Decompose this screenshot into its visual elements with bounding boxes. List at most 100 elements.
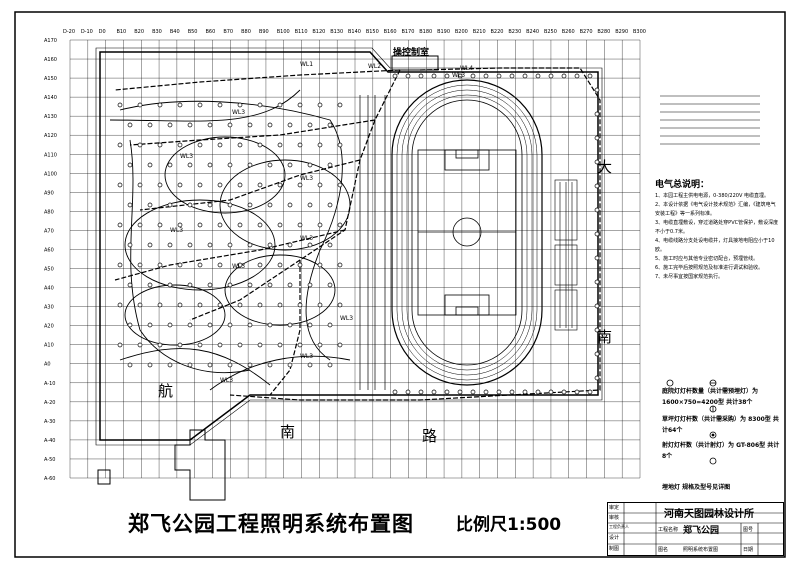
lamp-marker: [147, 202, 153, 208]
lamp-marker: [457, 389, 463, 395]
lamp-marker: [227, 322, 233, 328]
lamp-marker: [257, 342, 263, 348]
lamp-marker: [167, 282, 173, 288]
lamp-marker: [117, 142, 123, 148]
lamp-marker: [287, 362, 293, 368]
lamp-marker: [327, 282, 333, 288]
lamp-marker: [237, 222, 243, 228]
x-grid-label: B10: [116, 29, 126, 35]
lamp-marker: [197, 262, 203, 268]
lamp-marker: [307, 362, 313, 368]
lamp-marker: [327, 122, 333, 128]
drawing-frame: [14, 11, 786, 558]
x-grid-label: B110: [295, 29, 308, 35]
lamp-marker: [177, 182, 183, 188]
lamp-marker: [327, 162, 333, 168]
lamp-marker: [137, 262, 143, 268]
lamp-marker: [307, 322, 313, 328]
lamp-marker: [594, 327, 600, 333]
lamp-marker: [317, 142, 323, 148]
lamp-marker: [227, 362, 233, 368]
tb-row-label: 审核: [609, 515, 620, 521]
road-labels: 航南路大南: [158, 158, 612, 445]
control-room: [391, 55, 439, 71]
x-grid-label: B60: [206, 29, 216, 35]
lamp-marker: [337, 262, 343, 268]
lamp-marker: [561, 389, 567, 395]
lamp-marker: [177, 342, 183, 348]
lamp-marker: [147, 162, 153, 168]
lamp-marker: [548, 389, 554, 395]
lamp-marker: [317, 302, 323, 308]
lamp-marker: [247, 122, 253, 128]
lamp-marker: [594, 135, 600, 141]
cable-runs: [114, 67, 601, 401]
y-grid-label: A60: [44, 247, 54, 253]
lamp-marker: [117, 262, 123, 268]
tb-row-label: 制图: [609, 546, 620, 552]
lamp-marker: [207, 202, 213, 208]
road-label: 航: [158, 382, 173, 400]
lamp-marker: [574, 389, 580, 395]
lamp-marker: [470, 73, 476, 79]
lamp-marker: [247, 362, 253, 368]
lamp-marker: [496, 389, 502, 395]
lamp-marker: [594, 279, 600, 285]
circuit-label: WL3: [340, 315, 353, 322]
notes-heading: 电气总说明：: [655, 180, 710, 190]
x-grid-label: B170: [401, 29, 414, 35]
lamp-marker: [237, 262, 243, 268]
lamp-marker: [217, 222, 223, 228]
lamp-marker: [444, 389, 450, 395]
lamp-marker: [157, 222, 163, 228]
survey-grid: [69, 39, 641, 479]
lamp-marker: [247, 282, 253, 288]
circuit-label: WL4: [460, 65, 473, 72]
lamp-marker: [594, 255, 600, 261]
lamp-marker: [237, 142, 243, 148]
lamp-marker: [167, 242, 173, 248]
lamp-marker: [594, 111, 600, 117]
lamp-marker: [117, 102, 123, 108]
lamp-marker: [317, 262, 323, 268]
lamp-marker: [197, 182, 203, 188]
lamp-marker: [594, 231, 600, 237]
lamp-marker: [117, 342, 123, 348]
tb-drawing-label: 图名: [658, 547, 669, 553]
lamp-marker: [217, 342, 223, 348]
lamp-marker: [594, 351, 600, 357]
lamp-marker: [177, 222, 183, 228]
tb-project-label: 工程名称: [658, 527, 679, 533]
lamp-marker: [127, 162, 133, 168]
lamp-marker: [257, 262, 263, 268]
lamp-marker: [187, 322, 193, 328]
running-track: [391, 79, 543, 386]
lamp-marker: [197, 342, 203, 348]
football-field: [417, 149, 517, 316]
lamp-marker: [187, 122, 193, 128]
x-grid-label: B160: [384, 29, 397, 35]
x-grid-label: B130: [330, 29, 343, 35]
lamp-marker: [267, 162, 273, 168]
lamp-marker: [297, 142, 303, 148]
x-grid-label: B190: [437, 29, 450, 35]
lamp-marker: [157, 102, 163, 108]
x-grid-label: D0: [99, 29, 106, 35]
x-grid-label: B290: [615, 29, 628, 35]
lamp-marker: [392, 389, 398, 395]
note-item: 1、本园工程主供电电源，0-380/220V 电缆直埋。: [655, 193, 769, 199]
legend-buried-lamp: 埋地灯 规格及型号见详图: [662, 484, 731, 491]
circuit-label: WL3: [232, 263, 245, 270]
x-grid-label: B30: [152, 29, 162, 35]
lamp-marker: [287, 202, 293, 208]
lamp-marker: [137, 302, 143, 308]
lamp-marker: [127, 322, 133, 328]
lamp-marker: [287, 162, 293, 168]
lamp-marker: [509, 389, 515, 395]
circuit-label: WL1: [300, 61, 313, 68]
lamp-marker: [337, 142, 343, 148]
y-grid-label: A80: [44, 209, 54, 215]
y-grid-label: A-10: [44, 381, 55, 387]
lamp-marker: [297, 182, 303, 188]
lamp-marker: [117, 182, 123, 188]
